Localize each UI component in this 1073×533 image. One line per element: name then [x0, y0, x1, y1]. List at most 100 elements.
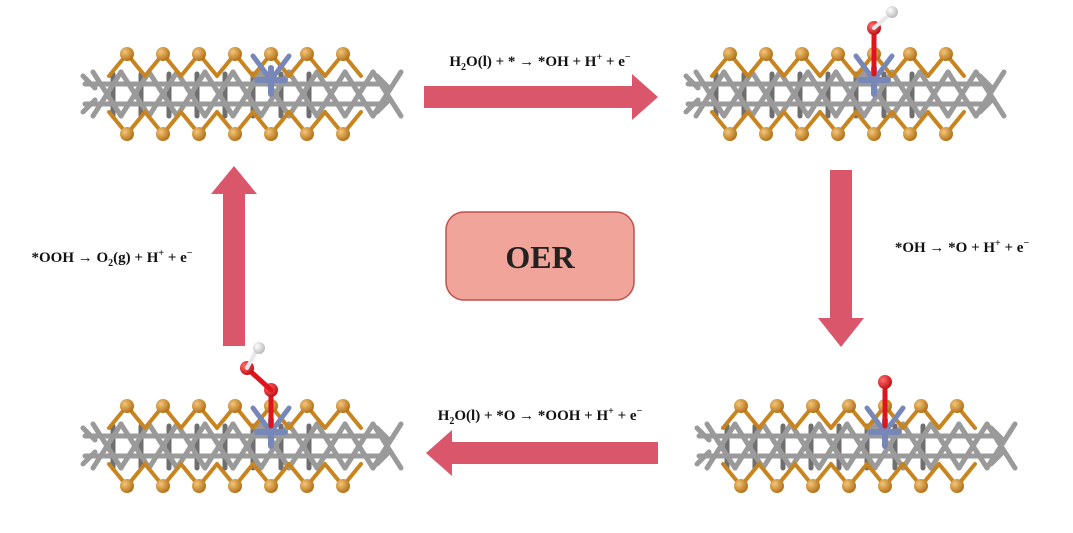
metal-bond: [104, 69, 124, 97]
sulfur-atom: [759, 127, 773, 141]
metal-bond: [80, 425, 98, 443]
metal-bond: [791, 91, 811, 119]
step2-equation: *OH → *O + H+ + e−: [895, 238, 1030, 256]
metal-bond: [931, 91, 951, 119]
metal-bond: [707, 91, 727, 119]
center-label: OER: [505, 239, 575, 275]
metal-bond: [956, 421, 976, 449]
sulfur-atom: [770, 399, 784, 413]
metal-bond: [816, 443, 836, 471]
metal-bond: [300, 69, 320, 97]
sulfur-atom: [831, 47, 845, 61]
metal-bond: [160, 69, 180, 97]
metal-bond: [830, 443, 850, 471]
metal-bond: [683, 73, 701, 91]
metal-bond: [80, 97, 98, 115]
metal-bond: [721, 69, 741, 97]
metal-bond: [230, 421, 250, 449]
metal-bond: [244, 421, 264, 449]
sulfur-atom: [336, 47, 350, 61]
metal-bond: [342, 69, 362, 97]
metal-bond: [314, 443, 334, 471]
sulfur-atom: [156, 399, 170, 413]
metal-bond: [833, 91, 853, 119]
sulfur-atom: [300, 399, 314, 413]
dopant-bond: [864, 405, 888, 435]
sulfur-atom: [120, 479, 134, 493]
metal-bond: [988, 449, 1006, 467]
oh-adsorbed-structure: [683, 6, 1007, 141]
sulfur-atom: [914, 479, 928, 493]
metal-bond: [942, 443, 962, 471]
metal-bond: [732, 421, 752, 449]
step4-equation: *OOH → O2(g) + H+ + e−: [31, 248, 192, 269]
metal-bond: [314, 69, 334, 97]
metal-bond: [202, 69, 222, 97]
sulfur-atom: [734, 399, 748, 413]
metal-bond: [707, 69, 727, 97]
metal-bond: [374, 73, 392, 91]
metal-bond: [721, 91, 741, 119]
sulfur-atom: [336, 479, 350, 493]
sulfur-atom: [264, 127, 278, 141]
metal-bond: [244, 443, 264, 471]
metal-bond: [118, 91, 138, 119]
metal-bond: [300, 443, 320, 471]
metal-bond: [328, 421, 348, 449]
metal-bond: [988, 425, 1006, 443]
bare-surface-structure: [80, 47, 404, 141]
metal-bond: [188, 421, 208, 449]
arrow-up: [211, 166, 257, 346]
metal-bond: [977, 73, 995, 91]
metal-bond: [791, 69, 811, 97]
metal-bond: [146, 443, 166, 471]
sulfur-atom: [192, 127, 206, 141]
sulfur-atom: [192, 47, 206, 61]
metal-bond: [90, 443, 110, 471]
sulfur-atom: [228, 47, 242, 61]
sulfur-atom: [120, 127, 134, 141]
metal-bond: [819, 69, 839, 97]
dopant-bond: [871, 53, 895, 83]
metal-bond: [160, 91, 180, 119]
metal-bond: [384, 91, 404, 119]
metal-bond: [384, 443, 404, 471]
metal-bond: [816, 421, 836, 449]
metal-bond: [188, 69, 208, 97]
sulfur-atom: [336, 127, 350, 141]
sulfur-atom: [156, 47, 170, 61]
center-box: [445, 211, 635, 301]
metal-bond: [914, 443, 934, 471]
sulfur-atom: [120, 399, 134, 413]
metal-bond: [914, 421, 934, 449]
metal-bond: [917, 91, 937, 119]
metal-bond: [374, 449, 392, 467]
metal-bond: [118, 69, 138, 97]
metal-bond: [342, 421, 362, 449]
sulfur-atom: [795, 127, 809, 141]
sulfur-atom: [723, 127, 737, 141]
metal-bond: [694, 449, 712, 467]
metal-bond: [931, 69, 951, 97]
sulfur-atom: [192, 479, 206, 493]
metal-bond: [844, 421, 864, 449]
sulfur-atom: [842, 479, 856, 493]
metal-bond: [693, 69, 713, 97]
metal-bond: [374, 425, 392, 443]
sulfur-atom: [867, 127, 881, 141]
metal-bond: [90, 421, 110, 449]
metal-bond: [760, 443, 780, 471]
sulfur-atom: [903, 127, 917, 141]
metal-bond: [802, 443, 822, 471]
sulfur-atom: [734, 479, 748, 493]
metal-bond: [693, 91, 713, 119]
sulfur-atom: [264, 479, 278, 493]
metal-bond: [328, 69, 348, 97]
metal-bond: [188, 443, 208, 471]
metal-bond: [749, 91, 769, 119]
metal-bond: [683, 97, 701, 115]
metal-bond: [732, 443, 752, 471]
sulfur-atom: [300, 127, 314, 141]
metal-bond: [774, 443, 794, 471]
